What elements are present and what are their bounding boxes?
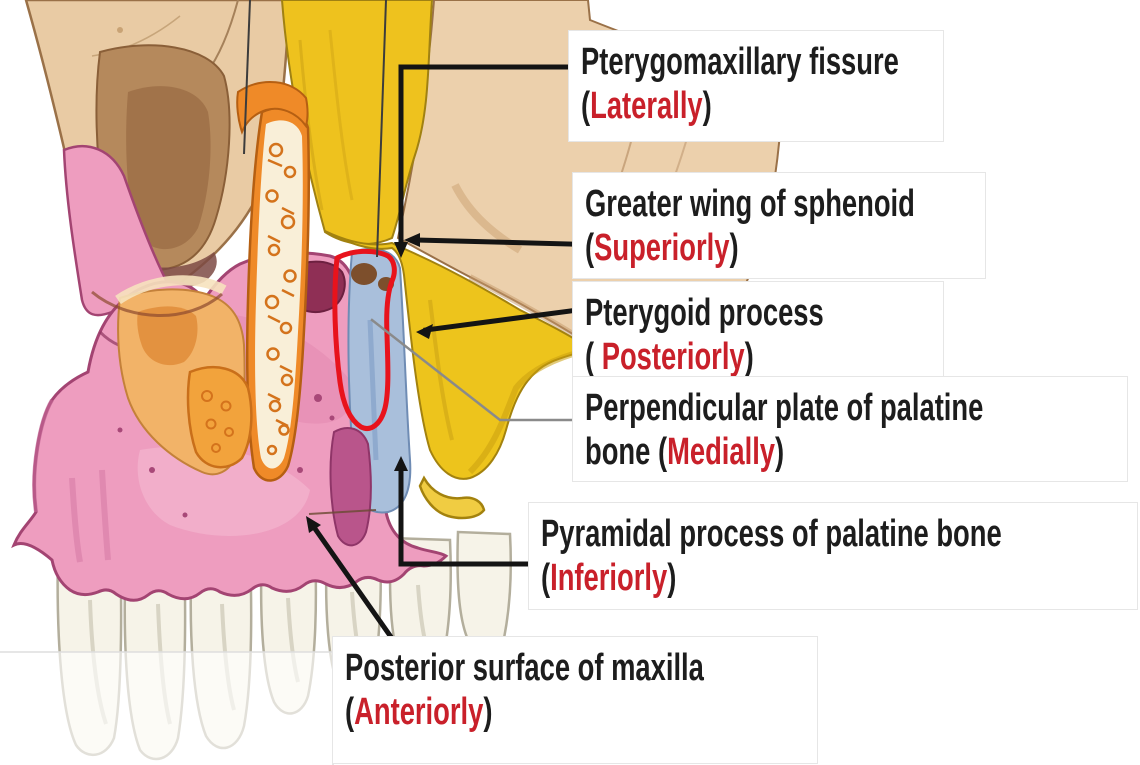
label-perpendicular-plate: Perpendicular plate of palatine bone (Me… — [572, 376, 1128, 482]
direction-term: Laterally — [590, 85, 703, 127]
arrowhead-greater-wing — [404, 233, 420, 247]
label-title: Pyramidal process of palatine bone — [541, 513, 1002, 555]
posterior-maxilla-mauve — [329, 427, 372, 547]
leader-cropped-right — [376, 0, 387, 258]
leader-posterior-maxilla — [307, 519, 402, 651]
arrowhead-pyramidal — [394, 456, 408, 471]
arrowhead-posterior-maxilla — [306, 516, 321, 533]
pterygoid-process-region — [324, 230, 593, 520]
label-title: Perpendicular plate of palatine — [585, 387, 984, 429]
label-title: Pterygomaxillary fissure — [581, 41, 899, 83]
arrowhead-down-fissure — [394, 242, 408, 258]
leader-pterygoid-process — [423, 308, 573, 333]
direction-term: Posteriorly — [601, 336, 745, 378]
label-title: Pterygoid process — [585, 292, 824, 334]
bottom-left-fade-box — [0, 651, 334, 765]
label-pyramidal-process: Pyramidal process of palatine bone (Infe… — [528, 502, 1138, 610]
cropped-top-leaders — [243, 0, 387, 258]
leader-lines — [307, 64, 574, 651]
pterygomaxillary-fissure-outline — [332, 248, 397, 431]
leader-cropped-left — [243, 0, 251, 155]
arrowheads — [306, 233, 433, 533]
direction-term: Superiorly — [594, 227, 730, 269]
leader-greater-wing — [411, 237, 573, 247]
label-pterygomaxillary-fissure: Pterygomaxillary fissure (Laterally) — [568, 30, 944, 142]
label-greater-wing-of-sphenoid: Greater wing of sphenoid (Superiorly) — [572, 172, 986, 279]
arrowhead-pterygoid — [416, 324, 433, 339]
direction-term: Medially — [667, 431, 776, 473]
trabecular-pattern — [264, 142, 297, 456]
label-posterior-surface-of-maxilla: Posterior surface of maxilla (Anteriorly… — [332, 636, 818, 764]
maxilla-crevice-line — [308, 509, 377, 515]
label-title: Posterior surface of maxilla — [345, 647, 704, 689]
label-pterygoid-process: Pterygoid process ( Posteriorly) — [572, 281, 944, 379]
leader-perpendicular-plate — [370, 318, 574, 422]
direction-term: Anteriorly — [354, 691, 484, 733]
direction-term: Inferiorly — [550, 557, 668, 599]
label-title: Greater wing of sphenoid — [585, 183, 915, 225]
zygomatic-cut-region — [91, 81, 311, 482]
leader-pyramidal-process — [398, 465, 529, 567]
leader-pterygomaxillary-fissure — [398, 64, 571, 247]
